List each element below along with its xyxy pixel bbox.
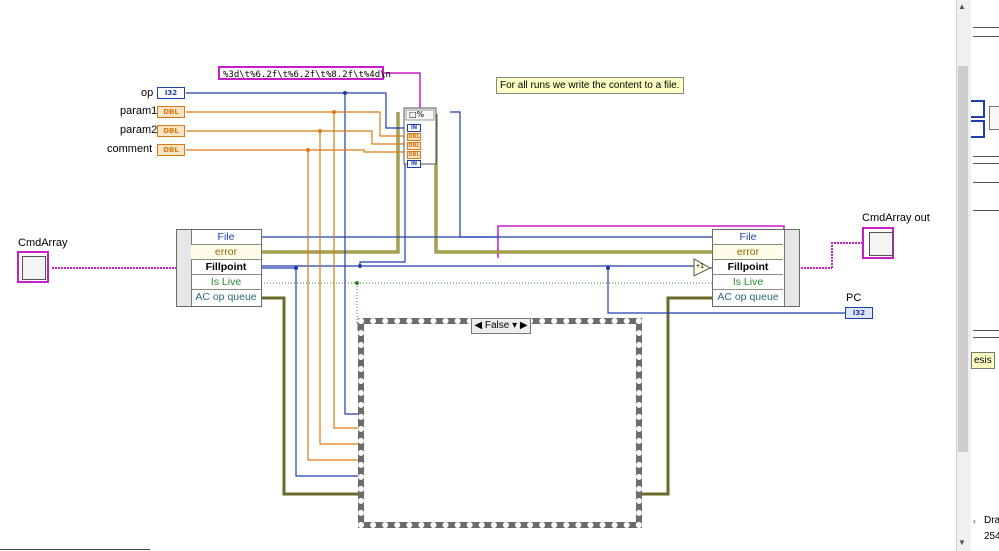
- dbl-wires: [186, 111, 405, 461]
- cmdarray-control[interactable]: [17, 251, 49, 283]
- case-selector-value: False: [484, 320, 510, 331]
- side-panel-element: [973, 330, 999, 338]
- side-panel-element: ‹: [973, 516, 976, 526]
- array-icon: [22, 256, 46, 280]
- format-terminal[interactable]: IN: [407, 124, 421, 132]
- param1-control[interactable]: DBL: [157, 106, 185, 118]
- scroll-up-icon[interactable]: ▲: [958, 2, 966, 11]
- side-panel-text: Dra: [984, 515, 999, 526]
- side-panel-element: [973, 210, 999, 217]
- side-panel-element: [971, 120, 985, 138]
- unbundle-edge: [177, 230, 192, 306]
- bundle-field-ac-op-queue[interactable]: AC op queue: [717, 291, 779, 303]
- cmdarray-label: CmdArray: [18, 237, 68, 249]
- bundle-field-is-live[interactable]: Is Live: [713, 275, 783, 290]
- cmdarray-out-indicator[interactable]: [862, 227, 894, 259]
- side-panel-element: [973, 182, 999, 189]
- bottom-divider: [0, 549, 150, 550]
- side-panel-element: [971, 100, 985, 118]
- unbundle-field-ac-op-queue[interactable]: AC op queue: [195, 291, 257, 303]
- format-terminal[interactable]: DBL: [407, 142, 421, 150]
- unbundle-field-is-live[interactable]: Is Live: [191, 275, 261, 290]
- increment-label: +1: [696, 263, 704, 270]
- side-panel-element: [973, 27, 999, 37]
- side-panel-tooltip: esis: [971, 352, 995, 369]
- scrollbar-thumb[interactable]: [958, 66, 968, 452]
- side-panel-element: [989, 106, 999, 130]
- bundle-field-error[interactable]: error: [713, 245, 783, 260]
- dropdown-arrow-icon[interactable]: ▾: [512, 320, 518, 331]
- side-panel: esis Dra 254 ‹: [971, 0, 999, 551]
- error-wire-yellow: [258, 112, 712, 253]
- op-label: op: [141, 87, 154, 99]
- comment-control[interactable]: DBL: [157, 144, 185, 156]
- cmdarray-out-label: CmdArray out: [862, 212, 930, 224]
- param2-control[interactable]: DBL: [157, 125, 185, 137]
- bool-wire: [258, 282, 712, 325]
- format-terminal[interactable]: IN: [407, 160, 421, 168]
- unbundle-field-fillpoint[interactable]: Fillpoint: [191, 260, 261, 275]
- side-panel-text: 254: [984, 531, 999, 542]
- int-wires: [186, 92, 845, 477]
- pc-indicator[interactable]: I32: [845, 307, 873, 319]
- format-terminal-list: IN DBL DBL DBL IN: [407, 124, 421, 168]
- format-terminal[interactable]: DBL: [407, 151, 421, 159]
- bundle-field-file[interactable]: File: [713, 230, 783, 245]
- prev-case-arrow-icon[interactable]: ◀: [474, 320, 483, 331]
- wire-junctions: [294, 91, 610, 285]
- unbundle-by-name-node[interactable]: File error Fillpoint Is Live AC op queue: [176, 229, 262, 307]
- cmdarray-wire: [52, 242, 862, 269]
- unbundle-field-file[interactable]: File: [191, 230, 261, 245]
- case-structure[interactable]: [358, 318, 642, 528]
- block-diagram[interactable]: [0, 0, 955, 551]
- param1-label: param1: [120, 105, 158, 117]
- increment-node[interactable]: [693, 258, 712, 277]
- scroll-down-icon[interactable]: ▼: [958, 538, 966, 547]
- pc-label: PC: [846, 292, 862, 304]
- op-control[interactable]: I32: [157, 87, 185, 99]
- format-node-icon: □%: [409, 110, 425, 119]
- format-string-constant[interactable]: %3d\t%6.2f\t%6.2f\t%8.2f\t%4d\n: [218, 66, 391, 80]
- array-icon: [869, 232, 893, 256]
- side-panel-element: [973, 156, 999, 164]
- case-selector[interactable]: ◀ False ▾ ▶: [471, 318, 531, 334]
- format-terminal[interactable]: DBL: [407, 133, 421, 141]
- bundle-field-fillpoint[interactable]: Fillpoint: [713, 260, 783, 275]
- unbundle-field-error[interactable]: error: [191, 245, 261, 260]
- next-case-arrow-icon[interactable]: ▶: [519, 320, 528, 331]
- comment-label: comment: [107, 143, 153, 155]
- free-label-comment[interactable]: For all runs we write the content to a f…: [496, 77, 684, 94]
- param2-label: param2: [120, 124, 158, 136]
- bundle-by-name-node[interactable]: File error Fillpoint Is Live AC op queue: [712, 229, 800, 307]
- bundle-edge: [784, 230, 799, 306]
